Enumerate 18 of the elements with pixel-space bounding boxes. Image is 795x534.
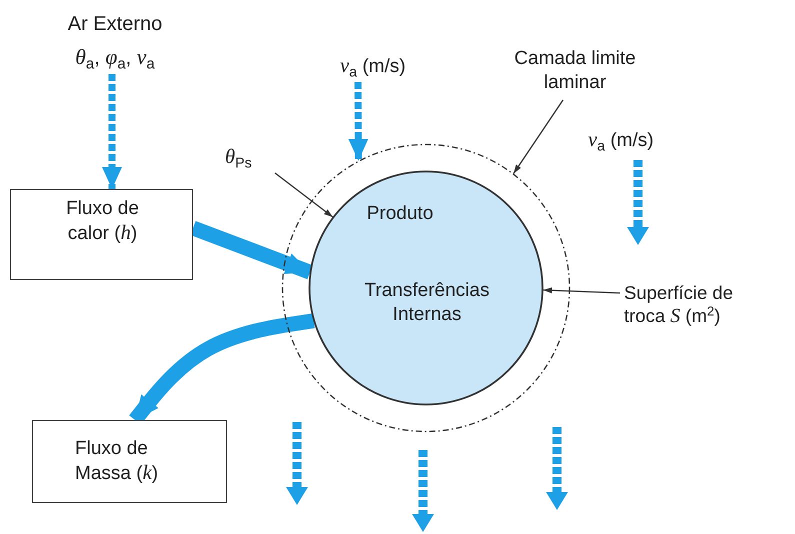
box-text: Fluxo de calor (h) bbox=[65, 197, 140, 246]
circle-text: Produto bbox=[366, 202, 434, 226]
leader-line bbox=[512, 100, 564, 174]
airflow-arrow bbox=[102, 74, 122, 189]
leader-line bbox=[542, 287, 620, 294]
airflow-arrow bbox=[348, 82, 368, 161]
label-text: v$_{a}$ (m/s) bbox=[588, 128, 655, 154]
leader-line bbox=[274, 172, 334, 218]
label-text: θ$_{a}$, φ$_{a}$, v$_{a}$ bbox=[74, 44, 156, 71]
circle-text: Transferências Internas bbox=[364, 279, 490, 326]
process-box bbox=[10, 189, 193, 280]
label-text: θ$_{Ps}$ bbox=[225, 145, 253, 171]
label-text: Superfície de troca S (m$^{2}$) bbox=[624, 281, 734, 330]
process-box bbox=[32, 420, 227, 503]
box-text: Fluxo de Massa (k) bbox=[75, 437, 160, 486]
label-text: Ar Externo bbox=[66, 12, 164, 37]
label-text: v$_{a}$ (m/s) bbox=[340, 54, 407, 80]
label-text: Camada limite laminar bbox=[513, 47, 637, 94]
